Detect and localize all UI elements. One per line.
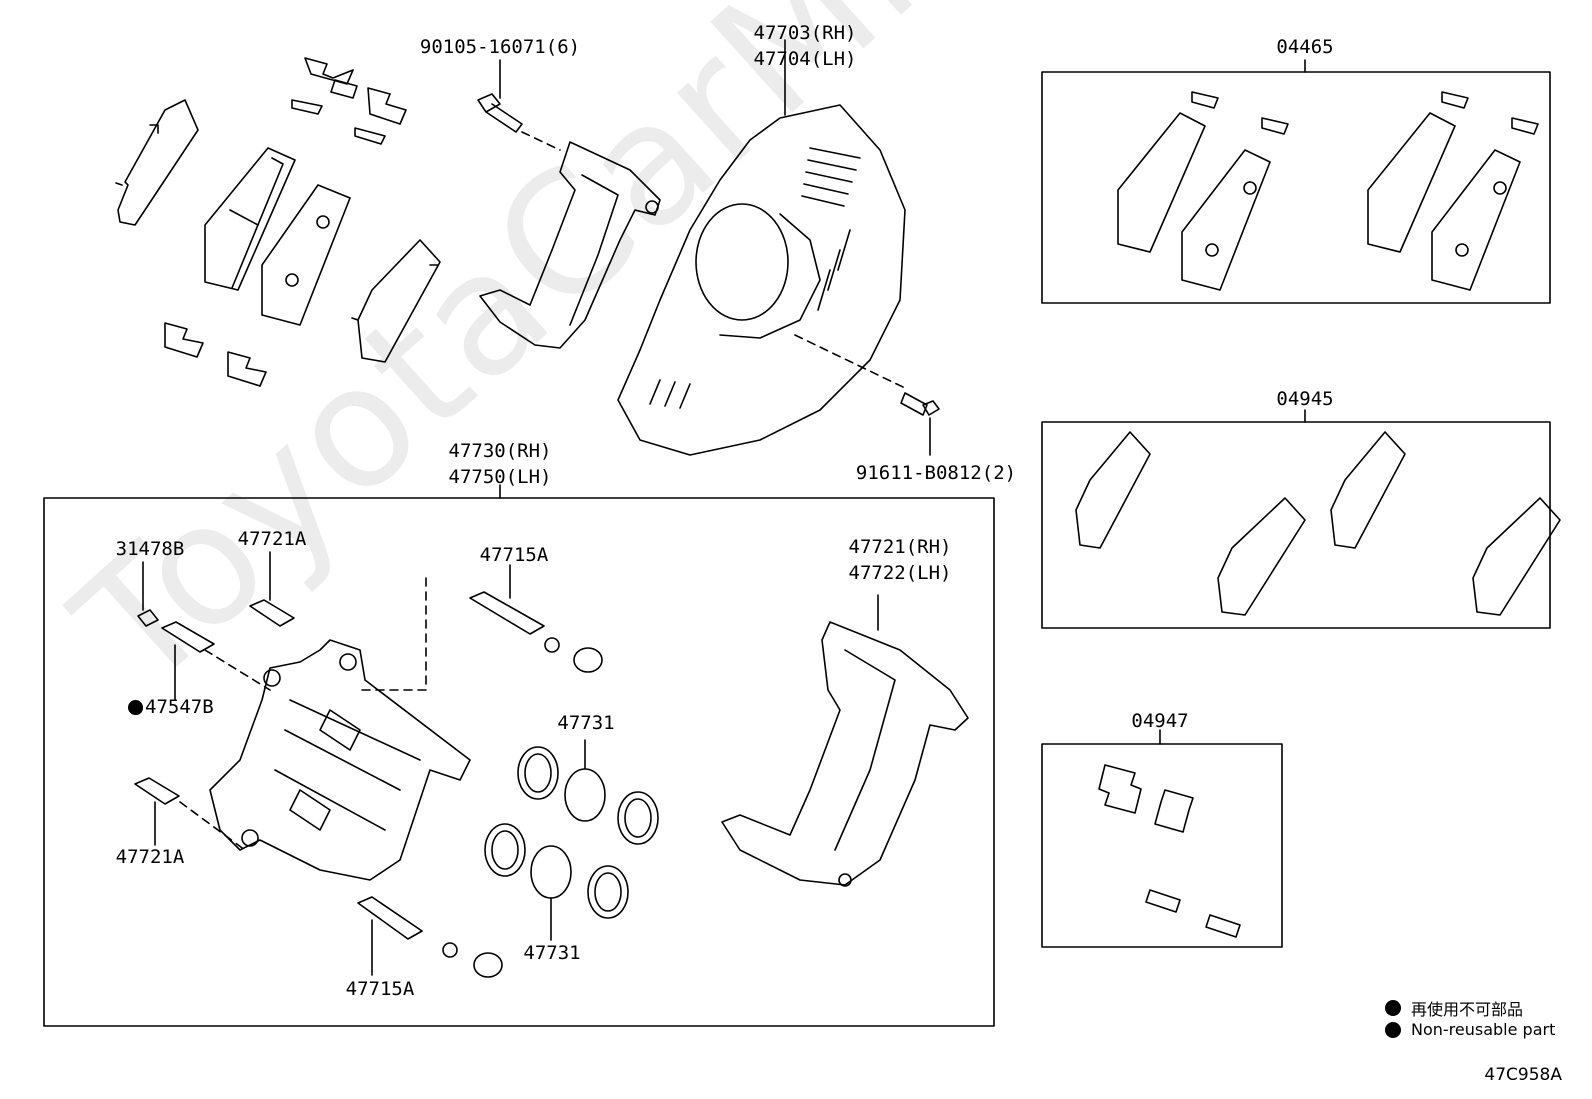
mounting-bracket-lower — [721, 594, 969, 887]
label-bolt-47721a-top: 47721A — [237, 528, 307, 550]
bolt-90105-drawing — [477, 59, 561, 151]
bleeder-plug-drawing — [161, 621, 271, 701]
label-caliper-lh: 47750(LH) — [448, 466, 552, 488]
label-kit-04465: 04465 — [1276, 36, 1334, 58]
bolt-47721a-top-drawing — [249, 551, 295, 627]
brake-pad-outer — [261, 184, 351, 326]
label-cap-31478b: 31478B — [115, 538, 185, 560]
label-dust-cover-lh: 47704(LH) — [753, 48, 857, 70]
label-bleeder-text: 47547B — [145, 696, 214, 718]
kit-04947-clips — [1098, 764, 1241, 938]
mounting-bracket-upper — [479, 141, 661, 349]
label-bolt-91611: 91611-B0812(2) — [855, 462, 1017, 484]
bleeder-cap-drawing — [137, 561, 159, 627]
disc-brake-dust-cover — [617, 39, 906, 456]
label-mounting-rh: 47721(RH) — [848, 536, 952, 558]
kit-04947-box — [1041, 743, 1283, 948]
legend-japanese: 再使用不可部品 — [1385, 996, 1523, 1020]
slide-pin-top-drawing — [359, 564, 603, 691]
non-reusable-dot-icon — [1385, 1000, 1401, 1016]
legend-english: Non-reusable part — [1385, 1020, 1555, 1039]
label-pin-47715a-top: 47715A — [479, 544, 549, 566]
brake-pad-inner — [204, 147, 296, 291]
anti-squeal-shim-right — [351, 239, 441, 363]
cylinder-body-drawing — [209, 639, 471, 881]
kit-04945-box — [1041, 421, 1551, 629]
pad-clips-top — [291, 57, 407, 145]
piston-seal-set-top — [517, 739, 659, 845]
legend-japanese-text: 再使用不可部品 — [1411, 1000, 1524, 1019]
bolt-91611-drawing — [900, 392, 940, 456]
non-reusable-dot-icon — [128, 700, 143, 715]
label-bleeder-47547b: 47547B — [128, 696, 214, 718]
label-kit-04945: 04945 — [1276, 388, 1334, 410]
label-dust-cover-rh: 47703(RH) — [753, 22, 857, 44]
kit-04465-pads — [1117, 91, 1539, 291]
non-reusable-dot-icon — [1385, 1021, 1401, 1038]
legend-english-text: Non-reusable part — [1411, 1020, 1556, 1039]
label-bolt-90105: 90105-16071(6) — [419, 36, 581, 58]
anti-squeal-shim-left — [115, 99, 199, 226]
kit-04945-shims — [1075, 431, 1561, 616]
label-kit-04947: 04947 — [1131, 710, 1189, 732]
label-pin-47715a-bottom: 47715A — [345, 978, 415, 1000]
pad-clips-bottom — [164, 322, 267, 387]
piston-seal-set-bottom — [484, 823, 629, 941]
slide-pin-bottom-drawing — [357, 896, 503, 978]
bolt-47721a-bottom-drawing — [134, 777, 246, 851]
label-bolt-47721a-bottom: 47721A — [115, 846, 185, 868]
label-piston-bottom: 47731 — [523, 942, 581, 964]
caliper-assembly-box — [43, 497, 995, 1027]
diagram-code: 47C958A — [1484, 1065, 1562, 1085]
kit-04465-box — [1041, 71, 1551, 304]
label-caliper-rh: 47730(RH) — [448, 440, 552, 462]
label-mounting-lh: 47722(LH) — [848, 562, 952, 584]
label-piston-top: 47731 — [557, 712, 615, 734]
